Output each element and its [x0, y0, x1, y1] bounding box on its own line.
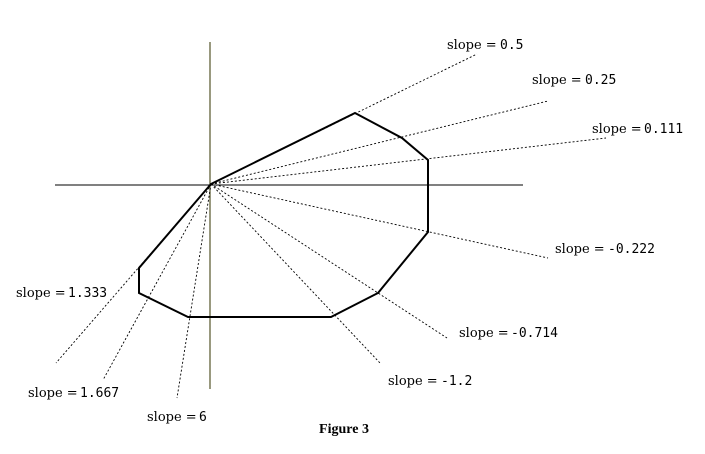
slope-label: slope = -0.222 [555, 242, 655, 257]
slope-label: slope = -0.714 [459, 326, 558, 341]
slope-label-word: slope = [147, 410, 197, 425]
slope-label-value: 0.25 [585, 73, 616, 88]
slope-label-word: slope = [16, 286, 66, 301]
slope-label-value: -0.714 [511, 326, 558, 341]
ray-slope-neg-1.2 [210, 183, 381, 364]
slope-label: slope = 6 [147, 410, 207, 425]
slope-label-value: 0.111 [644, 122, 683, 137]
slope-label-word: slope = [592, 122, 642, 137]
figure-caption: Figure 3 [319, 422, 369, 437]
ray-slope-neg-0.714 [210, 183, 448, 339]
slope-rays [55, 53, 607, 399]
slope-label-word: slope = [447, 38, 497, 53]
slope-label-word: slope = [532, 73, 582, 88]
slope-label-word: slope = [28, 386, 78, 401]
ray-slope-0.25 [210, 100, 549, 185]
ray-slope-1.333 [55, 183, 212, 364]
slope-label-value: -1.2 [441, 374, 472, 389]
slope-label: slope = 1.667 [28, 386, 119, 401]
slope-label-value: 0.5 [500, 38, 523, 53]
slope-label: slope = -1.2 [388, 374, 472, 389]
slope-label-value: -0.222 [608, 242, 655, 257]
slope-label: slope = 0.111 [592, 122, 683, 137]
ray-slope-neg-0.222 [210, 183, 549, 259]
slope-label-value: 6 [199, 410, 207, 425]
ray-slope-1.667 [102, 183, 212, 381]
convex-polygon [138, 111, 429, 318]
slope-label: slope = 1.333 [16, 286, 107, 301]
slope-label: slope = 0.25 [532, 73, 616, 88]
ray-slope-6 [176, 183, 212, 399]
ray-slope-0.111 [210, 137, 607, 185]
slope-label-value: 1.667 [80, 386, 119, 401]
slope-label-value: 1.333 [68, 286, 107, 301]
slope-label: slope = 0.5 [447, 38, 523, 53]
slope-label-word: slope = [555, 242, 605, 257]
slope-label-word: slope = [388, 374, 438, 389]
slope-label-word: slope = [459, 326, 509, 341]
